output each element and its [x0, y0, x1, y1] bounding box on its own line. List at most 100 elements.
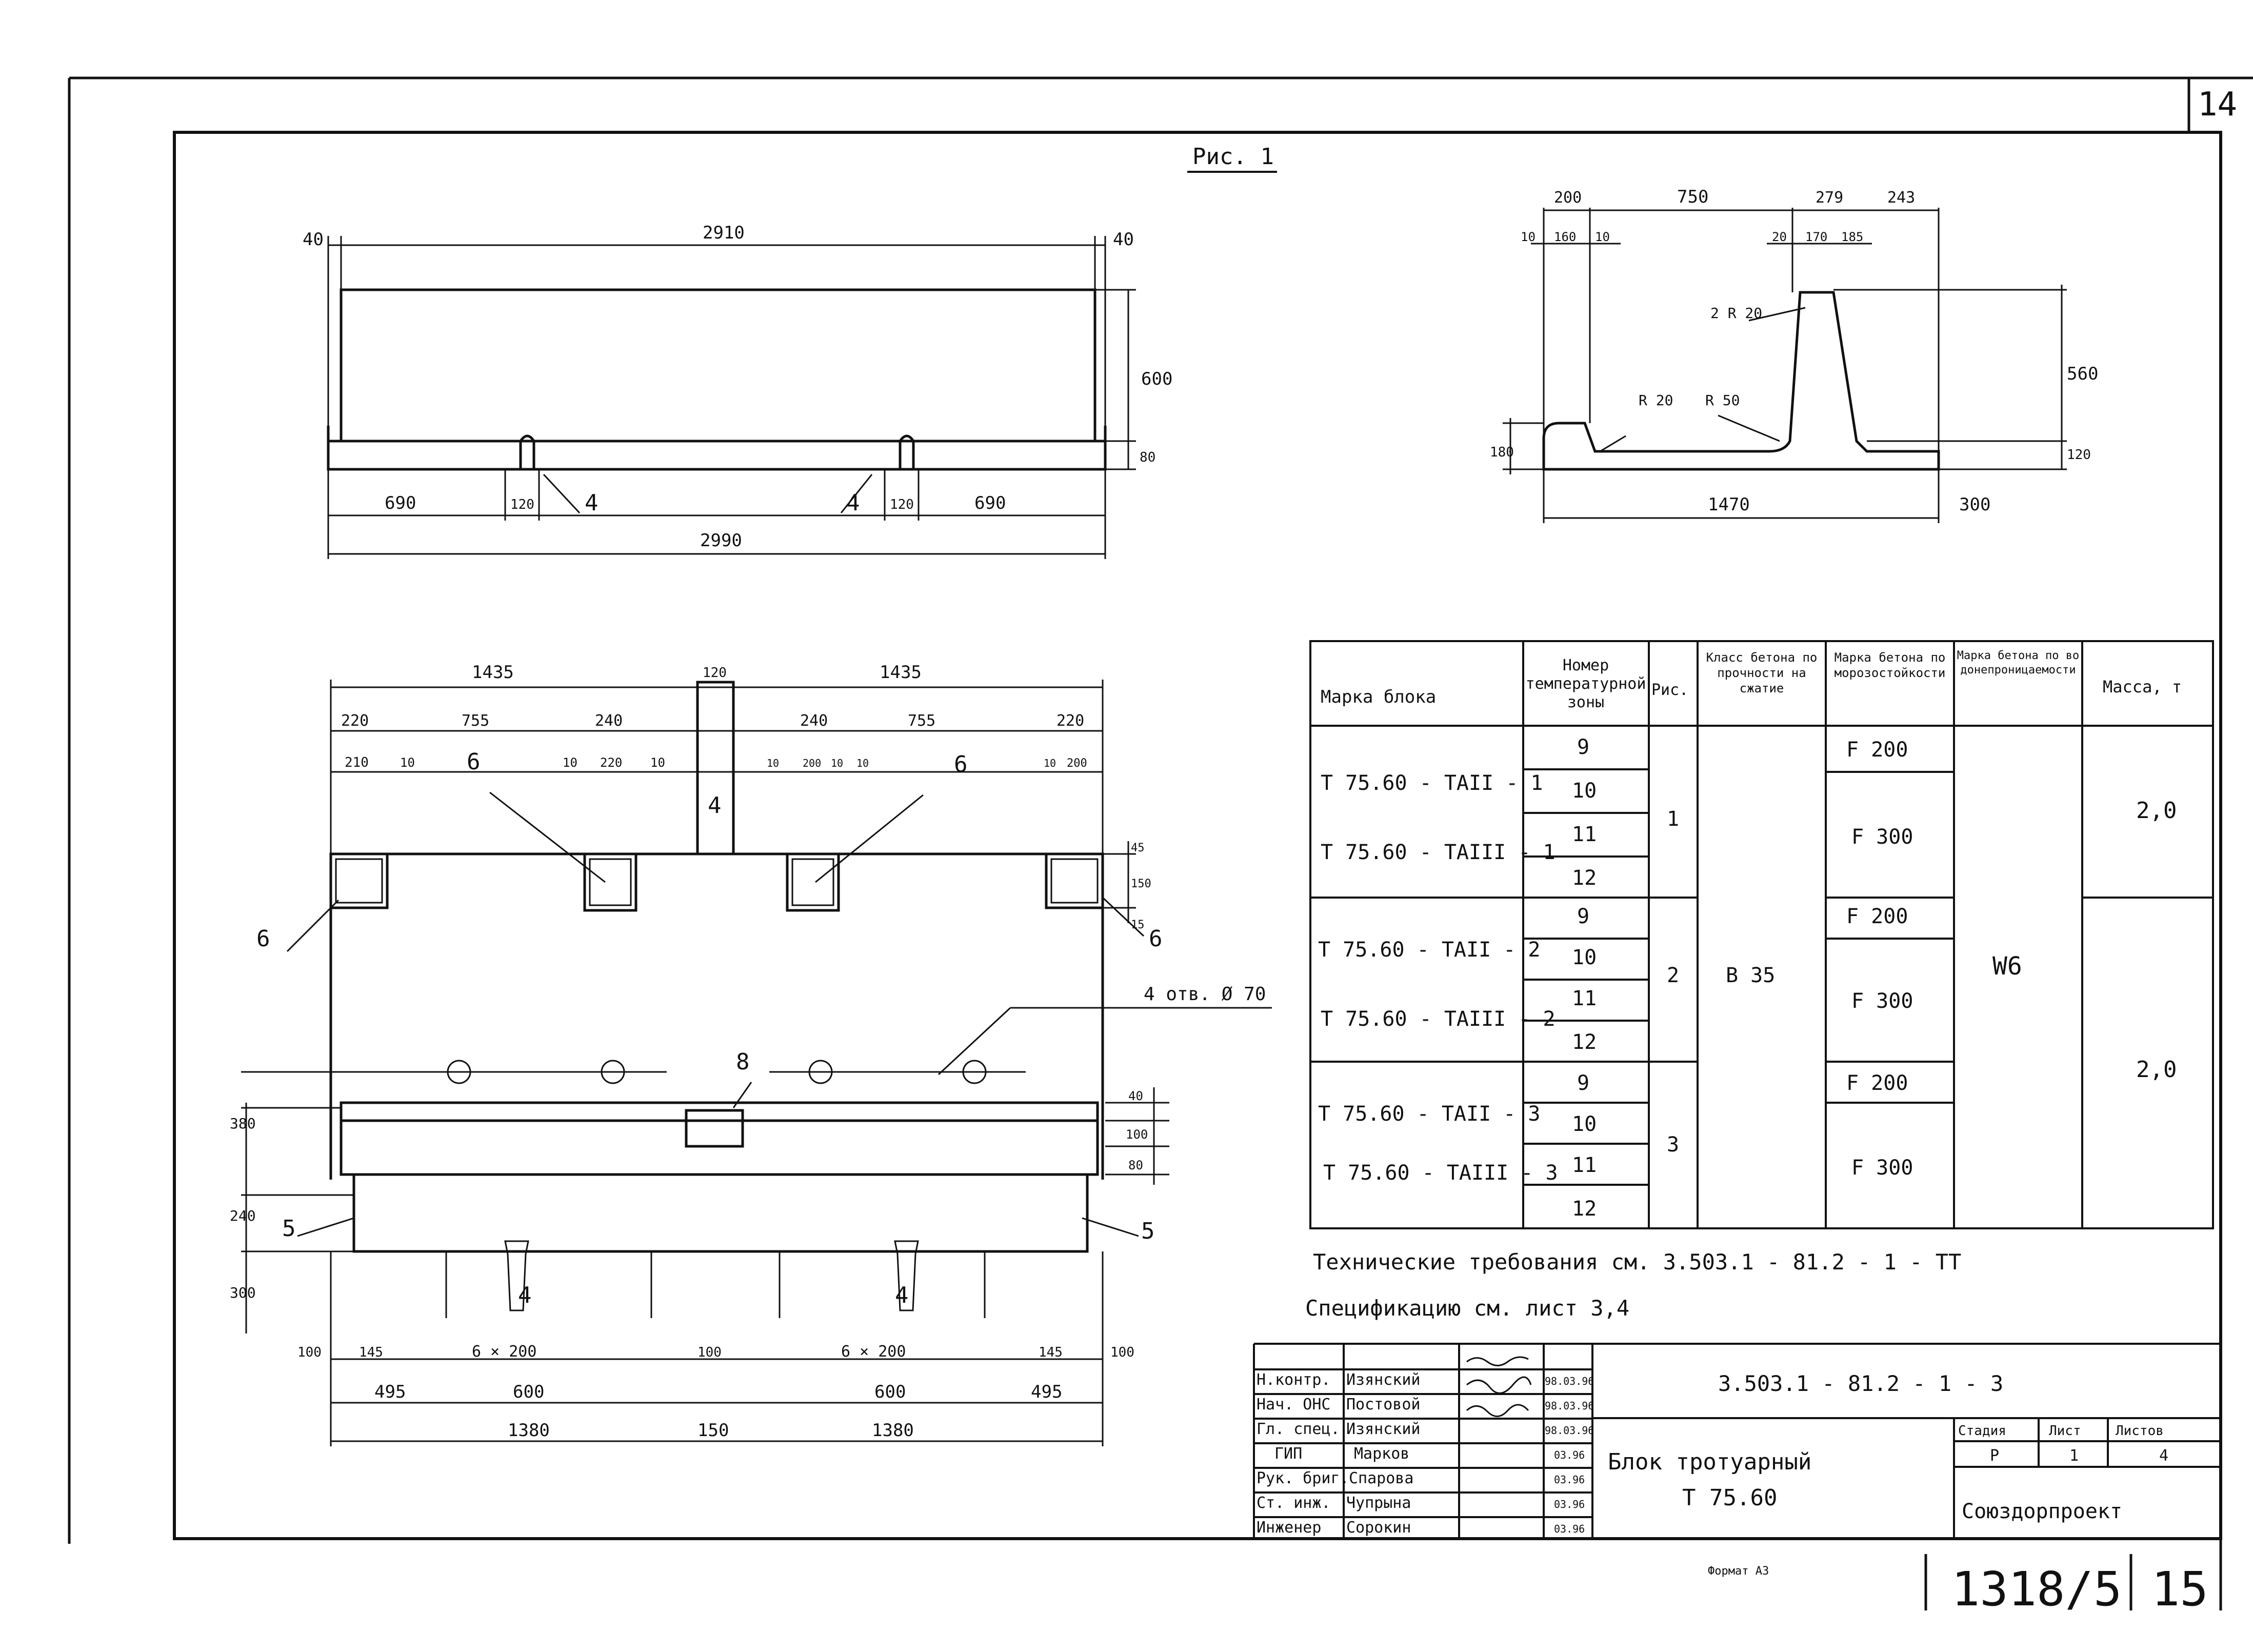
plan-dim-10d: 10	[767, 757, 779, 769]
format-label: Формат А3	[1708, 1565, 1769, 1578]
note-tech-requirements: Технические требования см. 3.503.1 - 81.…	[1313, 1249, 1961, 1275]
stamp-name-6: Чупрына	[1346, 1494, 1411, 1512]
plan-dim-45: 45	[1131, 842, 1145, 854]
sec-dim-300: 300	[1959, 494, 1990, 515]
stamp-sheets: 4	[2159, 1447, 2168, 1465]
section-view: 200 750 279 243 10 160 10 20 170 185 2 R…	[1490, 187, 2098, 523]
stamp-stage: Р	[1990, 1447, 1999, 1465]
stamp-signatures	[1466, 1356, 1532, 1417]
tbl-g2-frost-a: F 200	[1846, 905, 1908, 928]
plan-dim-80: 80	[1128, 1158, 1143, 1172]
plan-dim-210: 210	[345, 755, 369, 770]
stamp-role-5: Рук. бриг.	[1257, 1469, 1349, 1487]
tbl-g1-zone-10: 10	[1572, 779, 1597, 803]
stamp-stage-header: Стадия	[1958, 1423, 2006, 1439]
plan-dim-240b: 240	[800, 712, 828, 730]
bottom-separators	[1924, 1554, 2132, 1610]
stamp-title-1: Блок тротуарный	[1608, 1449, 1811, 1475]
plan-callout-6-a: 6	[467, 749, 481, 775]
plan-callout-6-b: 6	[954, 751, 968, 778]
stamp-date-7: 03.96	[1554, 1523, 1585, 1535]
tbl-g2-zone-12: 12	[1572, 1030, 1597, 1054]
elev-dim-right-edge: 40	[1113, 229, 1134, 250]
sec-radius-r50: R 50	[1705, 392, 1740, 409]
plan-dim-10a: 10	[400, 755, 415, 770]
sec-dim-20: 20	[1772, 230, 1787, 244]
plan-dim-b145b: 145	[1039, 1345, 1063, 1360]
plan-dim-220c: 220	[600, 755, 622, 770]
plan-dim-220b: 220	[1056, 712, 1084, 730]
plan-dim-100: 100	[1126, 1127, 1148, 1142]
bottom-page-number: 15	[2151, 1562, 2208, 1617]
tbl-g3-zone-12: 12	[1572, 1197, 1597, 1221]
plan-dim-150: 150	[1131, 878, 1151, 890]
tbl-g2-mark-a: Т 75.60 - ТАII - 2	[1318, 938, 1540, 962]
tbl-g2-mass: 2,0	[2136, 1057, 2177, 1083]
elev-callout-4-left: 4	[585, 490, 599, 516]
stamp-date-6: 03.96	[1554, 1498, 1585, 1510]
plan-callout-4-left: 4	[518, 1282, 532, 1308]
tbl-g2-zone-11: 11	[1572, 987, 1597, 1010]
tbl-g2-zone-10: 10	[1572, 946, 1597, 969]
plan-dim-b100c: 100	[1110, 1345, 1134, 1360]
tbl-g2-zone-9: 9	[1577, 905, 1589, 928]
sec-dim-243: 243	[1887, 189, 1915, 207]
plan-dim-10c: 10	[650, 755, 665, 770]
sec-dim-279: 279	[1816, 189, 1843, 207]
plan-dim-150b: 150	[697, 1420, 729, 1441]
stamp-name-2: Постовой	[1346, 1396, 1421, 1414]
tbl-h-frost: Марка бетона по морозостойкости	[1834, 650, 1946, 680]
plan-callout-5-right: 5	[1141, 1218, 1155, 1244]
sec-dim-180: 180	[1490, 445, 1514, 460]
sec-dim-170: 170	[1805, 230, 1827, 244]
stamp-name-7: Сорокин	[1346, 1519, 1411, 1537]
tbl-g3-frost-a: F 200	[1846, 1071, 1908, 1095]
tbl-g1-zone-12: 12	[1572, 866, 1597, 890]
tbl-g3-zone-9: 9	[1577, 1071, 1589, 1095]
plan-dim-40: 40	[1128, 1089, 1143, 1103]
elev-dim-overall: 2910	[703, 223, 745, 243]
tbl-h-mass: Масса, т	[2103, 677, 2182, 696]
plan-callout-6-c: 6	[256, 926, 270, 952]
plan-dim-220a: 220	[341, 712, 369, 730]
stamp-title-2: Т 75.60	[1682, 1485, 1777, 1511]
tbl-h-strength: Класс бетона по прочности на сжатие	[1706, 650, 1818, 695]
plan-dim-755a: 755	[462, 712, 489, 730]
tbl-g3-zone-10: 10	[1572, 1112, 1597, 1136]
tbl-g1-frost-b: F 300	[1851, 825, 1913, 849]
elevation-view: 2910 40 40 690 690 120 120 2990 600 80 4…	[303, 223, 1172, 559]
stamp-role-6: Ст. инж.	[1257, 1494, 1331, 1512]
plan-dim-b100a: 100	[297, 1345, 322, 1360]
plan-dim-6x200a: 6 × 200	[472, 1343, 536, 1361]
plan-dim-10e: 10	[831, 757, 843, 769]
tbl-g1-zone-9: 9	[1577, 735, 1589, 759]
stamp-role-7: Инженер	[1257, 1519, 1321, 1537]
plan-dim-1380a: 1380	[508, 1420, 550, 1441]
tbl-g3-mark-a: Т 75.60 - ТАII - 3	[1318, 1102, 1540, 1126]
plan-dim-top-left: 1435	[472, 662, 514, 683]
plan-dim-240: 240	[230, 1207, 256, 1224]
plan-dim-600a: 600	[513, 1382, 544, 1402]
tbl-h-water: Марка бетона по водонепроницаемости	[1957, 649, 2080, 676]
plan-dim-755b: 755	[908, 712, 935, 730]
elev-dim-slot-left: 120	[510, 497, 534, 512]
tbl-g1-zone-11: 11	[1572, 823, 1597, 846]
sheet-number: 14	[2198, 86, 2237, 124]
elev-dim-left-edge: 40	[303, 229, 324, 250]
plan-dim-200b: 200	[1067, 757, 1087, 770]
sec-dim-1470: 1470	[1708, 494, 1750, 515]
stamp-name-3: Изянский	[1346, 1420, 1421, 1438]
sec-dim-10b: 10	[1595, 230, 1610, 244]
plan-dim-200a: 200	[803, 757, 821, 769]
sec-dim-120: 120	[2067, 447, 2091, 463]
plan-dim-240a: 240	[595, 712, 623, 730]
tbl-g2-fig: 2	[1667, 964, 1679, 987]
sec-dim-560: 560	[2067, 364, 2098, 384]
stamp-name-1: Изянский	[1346, 1371, 1421, 1389]
elev-dim-right: 690	[974, 493, 1006, 513]
plan-callout-5-left: 5	[282, 1216, 296, 1242]
plan-dim-top-center: 120	[703, 665, 727, 681]
elev-dim-total: 2990	[700, 530, 742, 551]
plan-dim-1380b: 1380	[872, 1420, 914, 1441]
